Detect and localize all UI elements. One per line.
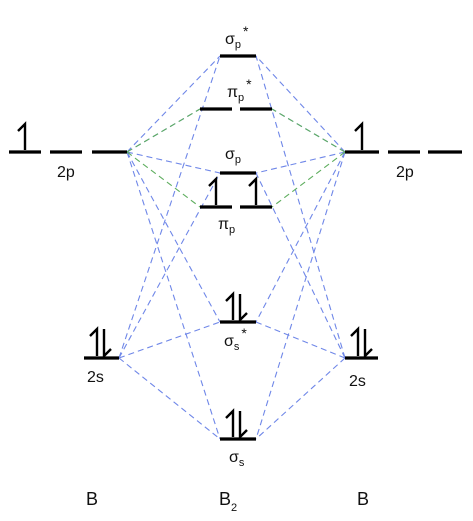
- spin-down-icon: [102, 329, 112, 359]
- pi-p-star-label: πp*: [227, 76, 252, 104]
- spin-down-icon: [238, 411, 248, 440]
- corr-line: [255, 357, 346, 440]
- left-2s-label: 2s: [87, 369, 104, 386]
- pi-corr-line: [271, 108, 346, 153]
- right-2p-levels: [345, 121, 462, 154]
- spin-up-icon: [350, 326, 360, 356]
- right-2s-level: [345, 326, 378, 360]
- left-2p-label: 2p: [57, 164, 75, 181]
- corr-line: [126, 151, 221, 440]
- corr-line: [255, 55, 346, 153]
- corr-line: [118, 321, 221, 359]
- spin-up-icon: [225, 291, 235, 320]
- corr-line: [255, 55, 346, 359]
- corr-line: [118, 55, 221, 359]
- left-2p-levels: [9, 121, 127, 154]
- spin-up-icon: [225, 408, 235, 437]
- sigma-s-label: σs: [229, 449, 245, 469]
- spin-down-icon: [363, 329, 373, 359]
- sigma-p-star-label: σp*: [225, 23, 249, 51]
- corr-line: [255, 151, 346, 323]
- spin-up-icon: [89, 326, 99, 356]
- right-2s-label: 2s: [349, 373, 366, 390]
- correlation-lines: [118, 55, 346, 440]
- corr-line: [126, 151, 221, 323]
- sigma-s-star-label: σs*: [224, 325, 247, 353]
- pi-p-label: πp: [218, 216, 235, 236]
- spin-up-icon: [248, 176, 258, 205]
- molecule-label: B2: [219, 489, 237, 514]
- corr-line: [255, 321, 346, 359]
- pi-corr-line: [271, 151, 346, 208]
- corr-line: [255, 151, 346, 174]
- pi-corr-line: [126, 151, 201, 208]
- corr-line: [118, 172, 221, 359]
- corr-line: [255, 172, 346, 359]
- corr-line: [118, 357, 221, 440]
- spin-up-icon: [17, 121, 27, 150]
- spin-up-icon: [354, 121, 364, 150]
- corr-line: [126, 55, 221, 153]
- corr-line: [255, 151, 346, 440]
- sigma-p-label: σp: [225, 146, 241, 166]
- right-2p-label: 2p: [396, 164, 414, 181]
- pi-corr-line: [126, 108, 201, 153]
- spin-up-icon: [208, 176, 218, 205]
- spin-down-icon: [238, 294, 248, 323]
- pi-correlation-lines: [126, 108, 346, 208]
- left-atom-label: B: [86, 489, 98, 509]
- corr-line: [126, 151, 221, 174]
- left-2s-level: [84, 326, 119, 360]
- right-atom-label: B: [357, 489, 369, 509]
